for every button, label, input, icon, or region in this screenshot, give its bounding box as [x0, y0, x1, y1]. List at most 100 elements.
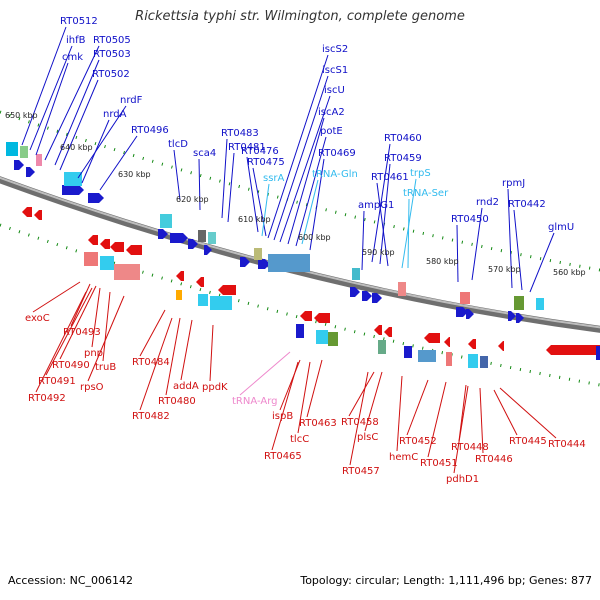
feature-box — [404, 346, 412, 358]
forward-leader-line — [513, 209, 523, 291]
reverse-gene-label: exoC — [25, 313, 50, 324]
forward-leader-line — [246, 156, 259, 233]
reverse-gene-label: RT0490 — [52, 360, 90, 371]
forward-gene-label: iscS2 — [322, 44, 348, 55]
reverse-leader-line — [427, 381, 447, 458]
forward-gene-label: RT0483 — [221, 128, 259, 139]
reverse-gene-label: RT0451 — [420, 458, 458, 469]
forward-gene-label: iscA2 — [318, 107, 345, 118]
forward-leader-line — [361, 210, 365, 271]
forward-gene-arrow — [258, 259, 270, 269]
forward-leader-line — [267, 54, 329, 239]
reverse-leader-line — [306, 359, 323, 418]
reverse-leader-line — [453, 385, 469, 474]
forward-leader-line — [279, 95, 331, 243]
forward-gene-arrow — [170, 233, 188, 243]
forward-leader-line — [21, 26, 67, 146]
forward-leader-line — [198, 158, 201, 211]
feature-box — [536, 298, 544, 310]
reverse-gene-arrow — [546, 345, 600, 355]
feature-box — [480, 356, 488, 368]
forward-strand-genes — [14, 160, 524, 323]
forward-gene-arrow — [508, 311, 516, 321]
reverse-leader-line — [209, 324, 214, 382]
reverse-gene-label: truB — [95, 362, 116, 373]
reverse-leader-line — [35, 291, 87, 393]
forward-leader-line — [99, 135, 138, 191]
rna-leader-line — [301, 179, 319, 245]
feature-box — [64, 172, 82, 186]
reverse-leader-line — [239, 351, 291, 396]
feature-box — [514, 296, 524, 310]
reverse-gene-arrow — [300, 311, 312, 321]
forward-gene-label: nrdA — [103, 109, 127, 120]
feature-box — [160, 214, 172, 228]
forward-gene-arrow — [466, 309, 474, 319]
reverse-gene-label: RT0463 — [299, 418, 337, 429]
reverse-leader-line — [91, 287, 101, 348]
feature-box — [20, 146, 28, 158]
rna-gene-label: tRNA-Gln — [312, 169, 358, 180]
reverse-leader-line — [87, 295, 125, 382]
feature-box — [296, 324, 304, 338]
feature-box — [398, 282, 406, 296]
feature-box — [352, 268, 360, 280]
feature-box — [460, 292, 470, 304]
kbp-tick-label: 600 kbp — [298, 233, 331, 242]
forward-gene-label: nrdF — [120, 95, 143, 106]
forward-leader-line — [227, 152, 235, 223]
forward-gene-label: RT0476 — [241, 146, 279, 157]
reverse-leader-line — [139, 317, 173, 411]
feature-box — [596, 346, 600, 360]
forward-leader-line — [29, 45, 73, 151]
forward-gene-label: iscS1 — [322, 65, 348, 76]
kbp-tick-label: 570 kbp — [488, 265, 521, 274]
reverse-gene-arrow — [444, 337, 450, 347]
forward-gene-label: ihfB — [66, 35, 86, 46]
forward-gene-label: RT0469 — [318, 148, 356, 159]
reverse-gene-label: RT0484 — [132, 357, 170, 368]
reverse-leader-line — [271, 361, 299, 451]
rna-gene-label: ssrA — [263, 173, 285, 184]
reverse-leader-line — [364, 371, 383, 432]
reverse-gene-label: RT0465 — [264, 451, 302, 462]
feature-box — [6, 142, 18, 156]
reverse-leader-line — [297, 361, 311, 434]
kbp-tick-label: 650 kbp — [5, 111, 38, 120]
forward-gene-label: rpmJ — [502, 178, 525, 189]
forward-gene-label: RT0442 — [508, 199, 546, 210]
reverse-gene-label: plsC — [357, 432, 378, 443]
feature-box — [328, 332, 338, 346]
forward-gene-label: RT0512 — [60, 16, 98, 27]
rna-leader-line — [407, 198, 410, 269]
reverse-gene-arrow — [34, 210, 42, 220]
feature-box — [114, 264, 140, 280]
forward-gene-label: RT0475 — [247, 157, 285, 168]
reverse-gene-label: pdhD1 — [446, 474, 479, 485]
reverse-gene-label: RT0492 — [28, 393, 66, 404]
reverse-leader-line — [102, 291, 111, 362]
reverse-gene-label: tRNA-Arg — [232, 396, 277, 407]
forward-gene-label: RT0502 — [92, 69, 130, 80]
map-title: Rickettsia typhi str. Wilmington, comple… — [135, 9, 465, 24]
feature-box — [198, 230, 206, 242]
feature-box — [418, 350, 436, 362]
reverse-gene-label: hemC — [389, 452, 418, 463]
feature-box — [210, 296, 232, 310]
reverse-leader-line — [396, 375, 403, 452]
forward-leader-line — [59, 79, 99, 171]
forward-leader-line — [371, 143, 391, 263]
reverse-leader-line — [165, 317, 181, 396]
forward-gene-label: RT0505 — [93, 35, 131, 46]
forward-gene-label: RT0503 — [93, 49, 131, 60]
forward-leader-line — [529, 232, 555, 293]
forward-leader-line — [456, 224, 459, 283]
reverse-leader-line — [70, 283, 91, 327]
reverse-gene-label: RT0444 — [548, 439, 586, 450]
reverse-gene-arrow — [176, 271, 184, 281]
forward-leader-line — [295, 136, 327, 247]
forward-gene-arrow — [188, 239, 198, 249]
feature-box — [446, 352, 452, 366]
forward-leader-line — [376, 182, 389, 267]
